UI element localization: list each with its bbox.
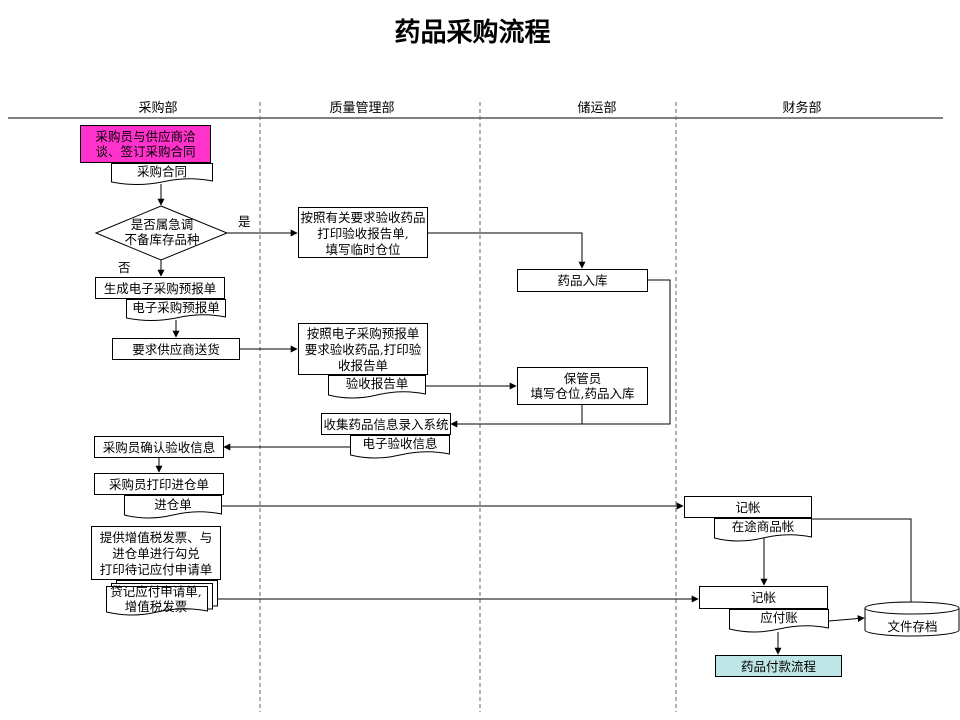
archive-storage: 文件存档 (887, 619, 938, 634)
no-label: 否 (118, 260, 131, 275)
lane-purchasing: 采购部 (138, 101, 178, 116)
storage-in-step: 药品入库 (517, 269, 648, 292)
warehouse-document: 进仓单 (124, 495, 222, 519)
confirm-inspection-step: 采购员确认验收信息 (94, 436, 224, 458)
electronic-inspection-document: 电子验收信息 (350, 435, 450, 459)
generate-preorder-step: 生成电子采购预报单 (95, 277, 225, 299)
in-transit-ledger-document: 在途商品帐 (714, 518, 812, 542)
collect-info-step: 收集药品信息录入系统 (321, 413, 451, 435)
decision-text: 是否属急调 不备库存品种 (124, 217, 200, 247)
negotiate-contract-step: 采购员与供应商洽 谈、签订采购合同 (80, 125, 211, 163)
warehouse-keeper-step: 保管员 填写仓位,药品入库 (517, 367, 648, 405)
inspect-normal-step: 按照电子采购预报单 要求验收药品,打印验 收报告单 (298, 323, 428, 375)
lane-storage: 储运部 (577, 101, 617, 116)
decision-diamond (94, 205, 229, 261)
payment-flow-link[interactable]: 药品付款流程 (715, 655, 842, 677)
payable-account-document: 应付账 (729, 609, 829, 633)
record-transit-step: 记帐 (684, 496, 812, 518)
page-title: 药品采购流程 (394, 18, 551, 48)
lane-finance: 财务部 (782, 101, 822, 116)
inspect-urgent-step: 按照有关要求验收药品 打印验收报告单, 填写临时仓位 (298, 207, 428, 258)
request-delivery-step: 要求供应商送货 (112, 338, 240, 360)
contract-document: 采购合同 (111, 163, 213, 185)
inspection-report-document: 验收报告单 (328, 375, 426, 399)
provide-invoice-step: 提供增值税发票、与 进仓单进行勾兑 打印待记应付申请单 (91, 526, 221, 580)
preorder-document: 电子采购预报单 (126, 299, 226, 321)
payable-application-documents: 贷记应付申请单, 增值税发票 (106, 580, 218, 618)
record-payable-step: 记帐 (699, 586, 828, 609)
lane-quality: 质量管理部 (329, 101, 395, 116)
yes-label: 是 (238, 214, 251, 229)
print-warehouse-step: 采购员打印进仓单 (94, 473, 224, 495)
